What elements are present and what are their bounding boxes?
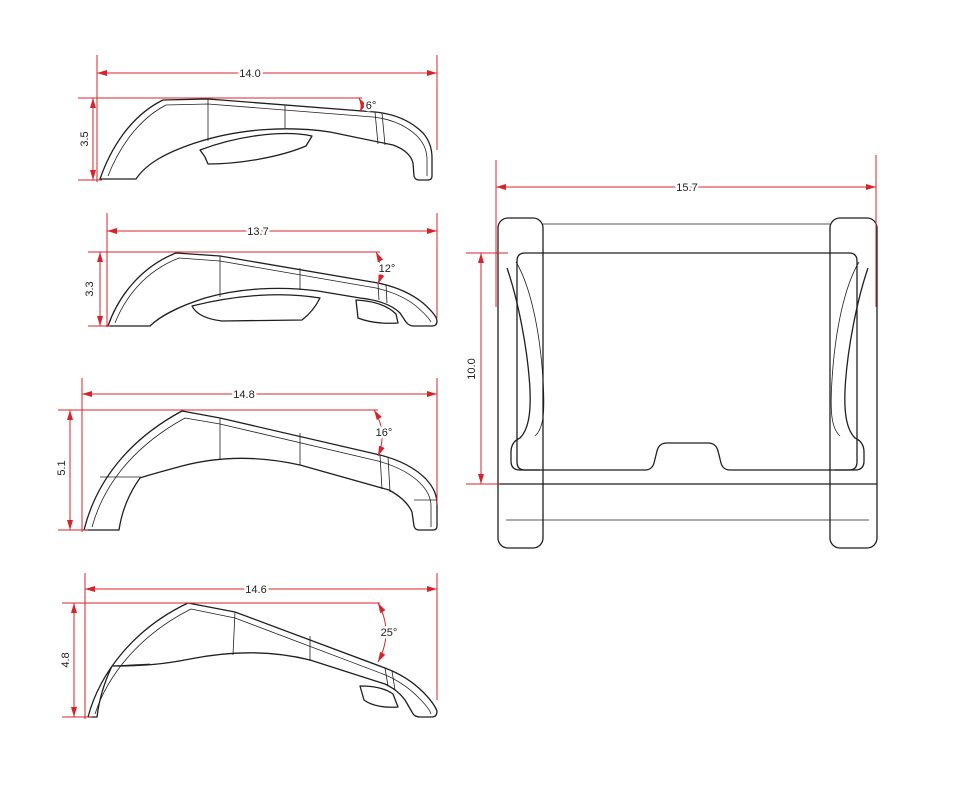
segment-line (374, 111, 379, 145)
side-pad-right (829, 217, 878, 549)
height-label: 4.8 (60, 652, 72, 667)
arm-curve-left-outer (506, 267, 540, 471)
width-label: 14.0 (239, 68, 260, 80)
width-label: 13.7 (247, 226, 268, 238)
arm-curve-right-outer (835, 267, 869, 471)
width-label: 14.8 (233, 389, 254, 401)
segment-line (387, 456, 391, 493)
height-label: 3.3 (84, 281, 96, 296)
angle-label: 6° (366, 100, 377, 112)
depth-label: 10.0 (466, 358, 478, 379)
segment-line (391, 670, 396, 691)
side-view-1: 14.0 3.5 6° (76, 55, 438, 182)
support-piece (199, 132, 313, 165)
angle-arc (375, 251, 385, 285)
rear-tab (359, 685, 399, 708)
side-view-2: 13.7 3.3 12° (81, 213, 438, 327)
angle-label: 25° (381, 627, 398, 639)
top-view: 15.7 10.0 (463, 155, 878, 549)
side-view-3: 14.8 5.1 16° (53, 378, 438, 532)
width-label: 14.6 (245, 584, 266, 596)
top-bevel-line (114, 257, 432, 324)
width-label: 15.7 (676, 182, 697, 194)
segment-line (232, 611, 236, 656)
angle-label: 16° (376, 427, 393, 439)
side-view-4: 14.6 4.8 25° (57, 573, 438, 719)
side-pad-left (497, 217, 544, 549)
segment-line (379, 454, 383, 490)
arm-curve-right-inner (830, 261, 860, 437)
segment-line (377, 282, 380, 301)
angle-arc (373, 409, 385, 457)
height-label: 3.5 (79, 131, 91, 146)
platform-outline (516, 252, 858, 471)
rear-tab (355, 299, 399, 324)
angle-arc (358, 97, 367, 113)
angle-label: 12° (379, 263, 396, 275)
segment-line (384, 667, 389, 687)
height-label: 5.1 (56, 460, 68, 475)
support-piece (191, 294, 321, 322)
top-bevel-line (94, 608, 432, 715)
segment-line (385, 284, 388, 304)
cut-line (111, 663, 151, 667)
top-bevel-line (107, 103, 428, 177)
angle-arc (377, 602, 387, 663)
arm-curve-left-inner (515, 261, 545, 437)
segment-line (381, 112, 386, 146)
